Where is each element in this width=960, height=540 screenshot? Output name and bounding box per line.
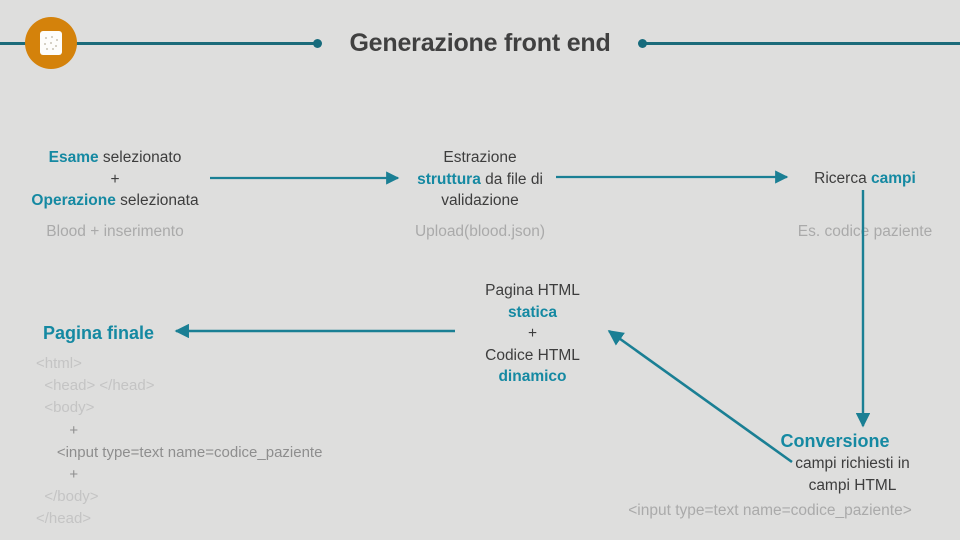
document-grid-icon: [40, 31, 62, 55]
node-estrazione-line1: Estrazione: [443, 149, 517, 166]
code-line-6: </body>: [36, 488, 99, 506]
node-pagina-html-line4: Codice HTML: [485, 346, 580, 364]
node-conversione-line3: campi HTML: [808, 476, 897, 494]
code-line-3: +: [36, 421, 79, 439]
node-ricerca-bold: campi: [871, 170, 916, 187]
header-rule-right: [640, 42, 960, 45]
node-esame: Esame selezionato + Operazione seleziona…: [20, 147, 210, 212]
node-ricerca-plain: Ricerca: [814, 170, 872, 187]
node-esame-line3: Operazione selezionata: [20, 190, 210, 212]
node-pagina-html-line5: dinamico: [498, 368, 567, 385]
node-estrazione: Estrazione struttura da file di validazi…: [400, 147, 560, 212]
arrow-conversione-to-pagina-html: [607, 329, 793, 464]
node-esame-line3-rest: selezionata: [115, 192, 199, 209]
header-badge: [25, 17, 77, 69]
header-rule-left: [0, 42, 320, 45]
node-esame-line3-bold: Operazione: [31, 192, 116, 209]
code-line-4: <input type=text name=codice_paziente: [36, 443, 323, 461]
node-estrazione-line3: validazione: [441, 192, 519, 209]
node-pagina-finale-code: <html> <head> </head> <body> + <input ty…: [36, 353, 322, 531]
node-pagina-html-line2: statica: [507, 303, 558, 321]
page-title: Generazione front end: [349, 29, 611, 57]
node-conversione-body: campi richiesti in campi HTML: [770, 453, 935, 496]
node-estrazione-line2-rest: da file di: [480, 170, 543, 188]
code-line-5: +: [36, 466, 79, 484]
node-estrazione-caption: Upload(blood.json): [414, 223, 546, 240]
header-rule-dot-left: [313, 39, 322, 48]
node-pagina-html-line3: +: [527, 325, 538, 342]
node-estrazione-line2-bold: struttura: [417, 170, 481, 188]
code-line-0: <html>: [36, 355, 82, 372]
header-rule-dot-right: [638, 39, 647, 48]
code-line-7: </head>: [36, 510, 92, 528]
node-ricerca-text: Ricerca campi: [790, 168, 940, 190]
code-line-2: <body>: [36, 399, 95, 417]
node-esame-caption: Blood + inserimento: [46, 223, 184, 240]
node-esame-line1-rest: selezionato: [98, 149, 182, 166]
node-ricerca: Ricerca campi: [790, 168, 940, 190]
node-pagina-finale-heading: Pagina finale: [43, 323, 155, 343]
node-estrazione-line2: struttura da file di: [400, 169, 560, 191]
node-conversione-heading: Conversione: [780, 431, 890, 451]
node-esame-line1: Esame selezionato: [20, 147, 210, 169]
code-line-1: <head> </head>: [36, 377, 155, 395]
node-pagina-html: Pagina HTML statica + Codice HTML dinami…: [455, 280, 610, 388]
node-conversione-line2: campi richiesti in: [795, 455, 910, 472]
node-esame-line2: +: [110, 170, 120, 188]
node-esame-line1-bold: Esame: [48, 149, 99, 166]
node-pagina-html-line1: Pagina HTML: [485, 282, 580, 299]
node-ricerca-caption: Es. codice paziente: [797, 223, 933, 240]
node-conversione-caption: <input type=text name=codice_paziente>: [628, 502, 912, 519]
